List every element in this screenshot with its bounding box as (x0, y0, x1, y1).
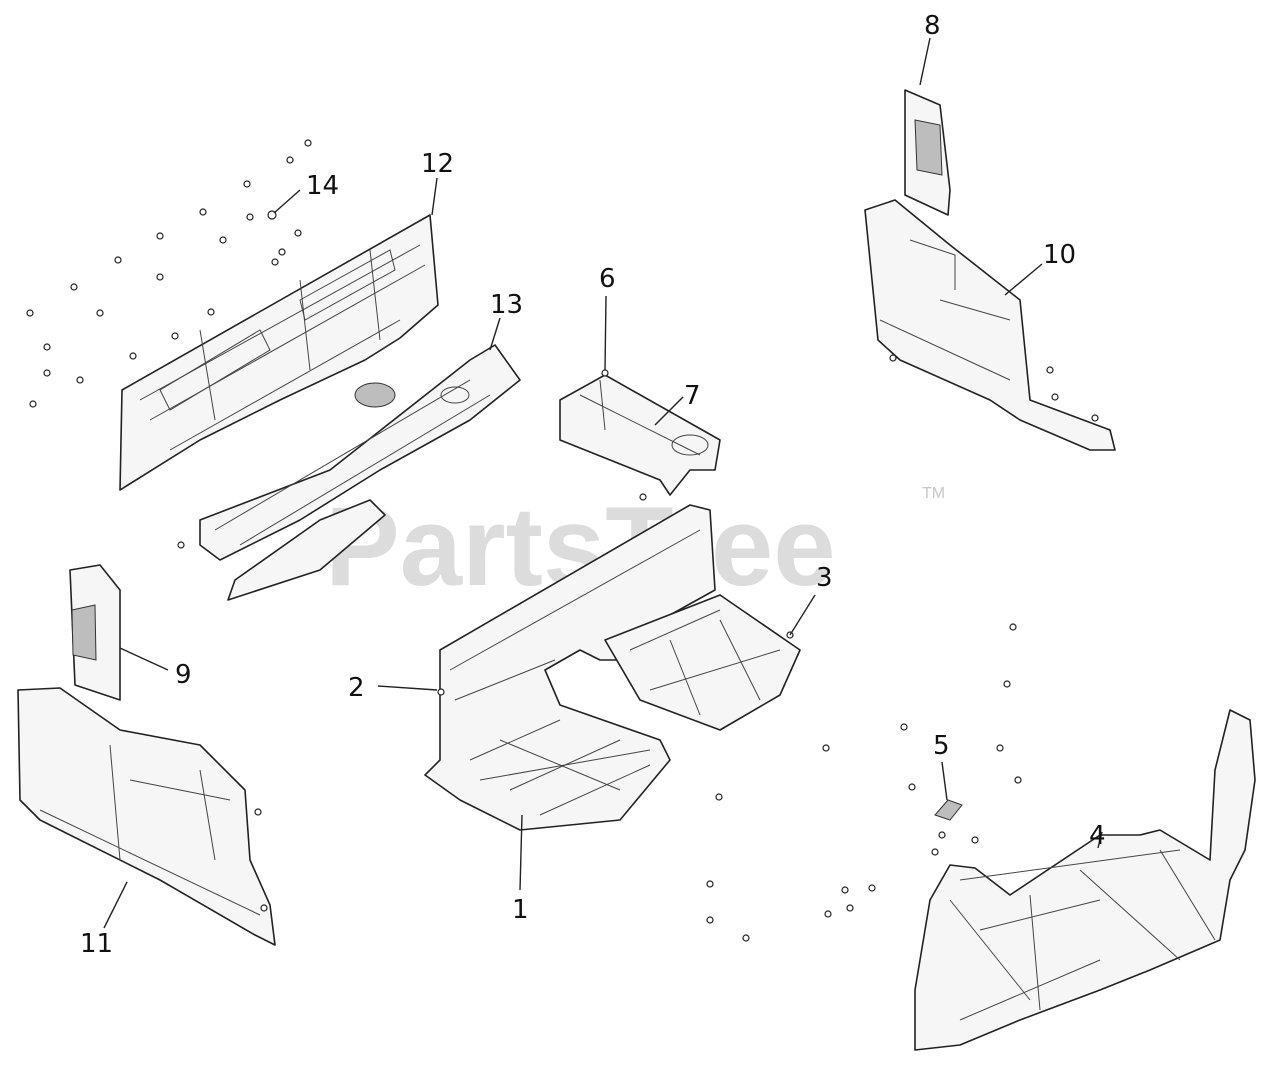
callout-1[interactable]: 1 (512, 895, 529, 925)
callout-3[interactable]: 3 (816, 563, 833, 593)
callout-6[interactable]: 6 (599, 264, 616, 294)
loose-fasteners (177, 354, 1099, 942)
callout-7[interactable]: 7 (684, 381, 701, 411)
callout-10[interactable]: 10 (1043, 240, 1076, 270)
callout-12[interactable]: 12 (421, 149, 454, 179)
part-14-fasteners (26, 139, 312, 408)
watermark-trademark: TM (922, 485, 945, 502)
callout-5[interactable]: 5 (933, 731, 950, 761)
part-8-upper-trim[interactable] (904, 89, 951, 216)
callout-11[interactable]: 11 (80, 929, 113, 959)
part-13-floor-tunnel[interactable] (199, 344, 521, 601)
part-2-floor-base[interactable] (424, 504, 716, 831)
part-11-left-side-panel[interactable] (17, 687, 276, 946)
callout-14[interactable]: 14 (306, 171, 339, 201)
part-10-right-side-panel[interactable] (864, 199, 1116, 451)
part-7-console[interactable] (559, 374, 721, 496)
part-12-rear-panel[interactable] (119, 214, 439, 491)
callout-8[interactable]: 8 (924, 11, 941, 41)
leader-lines (103, 37, 1103, 929)
callout-13[interactable]: 13 (490, 290, 523, 320)
callout-2[interactable]: 2 (348, 673, 365, 703)
part-5-plate[interactable] (934, 799, 963, 821)
part-4-front-firewall[interactable] (914, 709, 1256, 1051)
part-9-upper-trim[interactable] (69, 564, 121, 701)
callout-4[interactable]: 4 (1089, 821, 1106, 851)
part-3-cargo-floor[interactable] (604, 594, 801, 731)
callout-labels: 1 2 3 4 5 6 7 8 9 10 11 12 13 14 (80, 11, 1106, 959)
callout-9[interactable]: 9 (175, 660, 192, 690)
